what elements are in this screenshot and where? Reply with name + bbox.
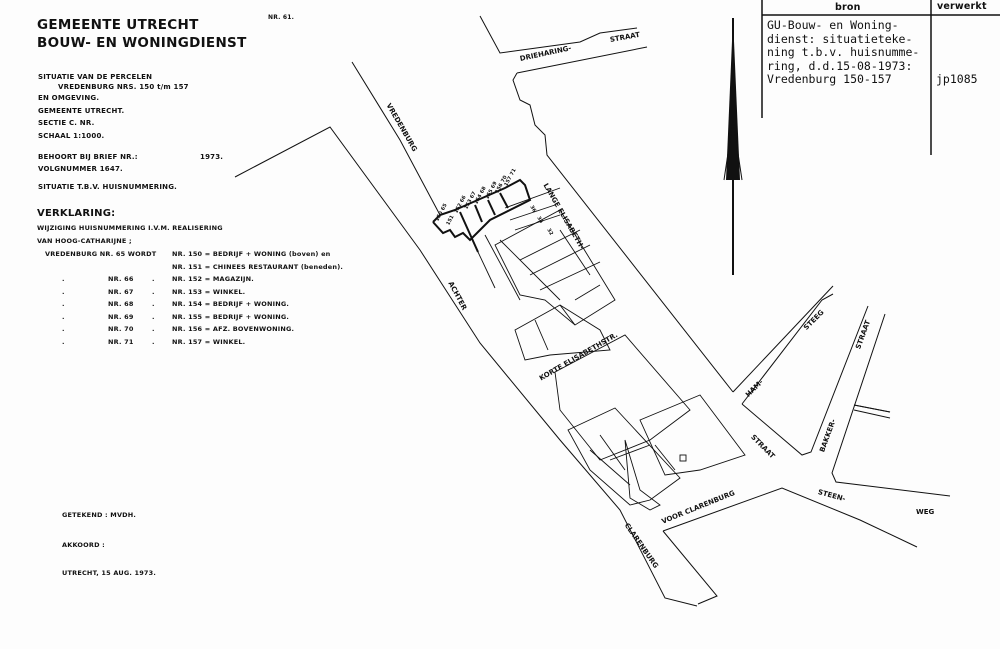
org-name: GEMEENTE UTRECHT: [37, 17, 199, 33]
info-year: 1973.: [200, 153, 224, 161]
building-blocks: [494, 209, 746, 511]
verklaring-prefix: .: [62, 287, 65, 296]
bakkerstraat-edge: [831, 313, 951, 497]
verklaring-mid: .: [152, 300, 155, 308]
verklaring-mid: .: [152, 275, 155, 283]
bron-text: GU-Bouw- en Woning- dienst: situatieteke…: [767, 18, 920, 87]
block-north-edge: [512, 72, 734, 393]
bron-line: ning t.b.v. huisnumme-: [767, 45, 920, 59]
verklaring-intro: VAN HOOG-CATHARIJNE ;: [37, 237, 132, 245]
verklaring-new: NR. 157 = WINKEL.: [172, 337, 246, 346]
verklaring-old: NR. 70: [108, 325, 134, 333]
verklaring-mid: .: [152, 337, 155, 346]
info-line: VOLGNUMMER 1647.: [38, 165, 123, 173]
street-edge-west: [234, 126, 698, 607]
bron-line: ring, d.d.15-08-1973:: [767, 58, 913, 73]
verklaring-prefix: .: [62, 312, 65, 321]
col-header-bron: bron: [835, 2, 861, 13]
akkoord: AKKOORD :: [62, 541, 105, 549]
verklaring-mid: .: [152, 287, 155, 296]
street-label-weg: WEG: [916, 508, 935, 516]
verklaring-prefix: .: [62, 300, 65, 308]
verklaring-prefix: .: [62, 325, 65, 333]
hamsteeg-edge-2: [741, 293, 834, 405]
verklaring-new: NR. 150 = BEDRIJF + WONING (boven) en: [172, 250, 331, 258]
info-line: BEHOORT BIJ BRIEF NR.:: [38, 153, 138, 161]
bron-line: GU-Bouw- en Woning-: [767, 18, 899, 32]
verklaring-old: NR. 68: [108, 300, 134, 308]
verklaring-new: NR. 153 = WINKEL.: [172, 287, 246, 296]
steenweg-south-edge: [662, 487, 918, 548]
parcels-150-157-outline: [432, 178, 532, 253]
info-line: SITUATIE VAN DE PERCELEN: [38, 73, 153, 81]
verklaring-intro: WIJZIGING HUISNUMMERING I.V.M. REALISERI…: [37, 224, 223, 232]
hamsteeg-edge-1: [732, 285, 834, 393]
verklaring-first-old: VREDENBURG NR. 65 WORDT: [45, 250, 157, 258]
source-table: bron verwerkt GU-Bouw- en Woning- dienst…: [760, 0, 1000, 160]
verklaring-new: NR. 151 = CHINEES RESTAURANT (beneden).: [172, 262, 344, 271]
verklaring-new: NR. 156 = AFZ. BOVENWONING.: [172, 325, 295, 333]
table-lines: [761, 0, 1000, 155]
bron-line: dienst: situatieteke-: [767, 31, 913, 46]
info-line: SITUATIE T.B.V. HUISNUMMERING.: [38, 183, 178, 191]
getekend: GETEKEND : MVDH.: [62, 511, 137, 519]
org-department: BOUW- EN WONINGDIENST: [37, 35, 247, 51]
verklaring-new: NR. 155 = BEDRIJF + WONING.: [172, 312, 290, 321]
hamstraat-edge: [741, 305, 869, 456]
north-arrow-icon: [723, 18, 743, 275]
verwerkt-code: jp1085: [936, 72, 978, 86]
verklaring-new: NR. 152 = MAGAZIJN.: [172, 275, 254, 283]
verklaring-old: NR. 67: [108, 287, 134, 296]
clarenburg-east-edge: [662, 530, 718, 605]
date-place: UTRECHT, 15 AUG. 1973.: [62, 569, 157, 577]
verklaring-mid: .: [152, 325, 155, 333]
drieharing-north-edge: [479, 15, 638, 54]
col-header-verwerkt: verwerkt: [937, 1, 987, 12]
vredenburg-east-edge: [351, 61, 441, 216]
info-line: GEMEENTE UTRECHT.: [38, 107, 125, 115]
verklaring-old: NR. 66: [108, 275, 134, 283]
drieharing-south-edge: [516, 46, 648, 74]
verklaring-prefix: .: [62, 275, 65, 283]
info-line: VREDENBURG NRS. 150 t/m 157: [58, 83, 189, 91]
parcel-subdivisions: [477, 187, 561, 301]
verklaring-new: NR. 154 = BEDRIJF + WONING.: [172, 300, 290, 308]
info-line: EN OMGEVING.: [38, 94, 100, 102]
verklaring-old: NR. 69: [108, 312, 134, 321]
info-line: SECTIE C. NR.: [38, 119, 95, 127]
sheet-number: NR. 61.: [268, 14, 295, 21]
verklaring-mid: .: [152, 312, 155, 321]
scale-label: SCHAAL 1:1000.: [38, 132, 105, 140]
verklaring-old: NR. 71: [108, 337, 134, 346]
verklaring-prefix: .: [62, 337, 65, 346]
bron-line: Vredenburg 150-157: [767, 72, 892, 86]
verklaring-title: VERKLARING:: [37, 208, 116, 219]
